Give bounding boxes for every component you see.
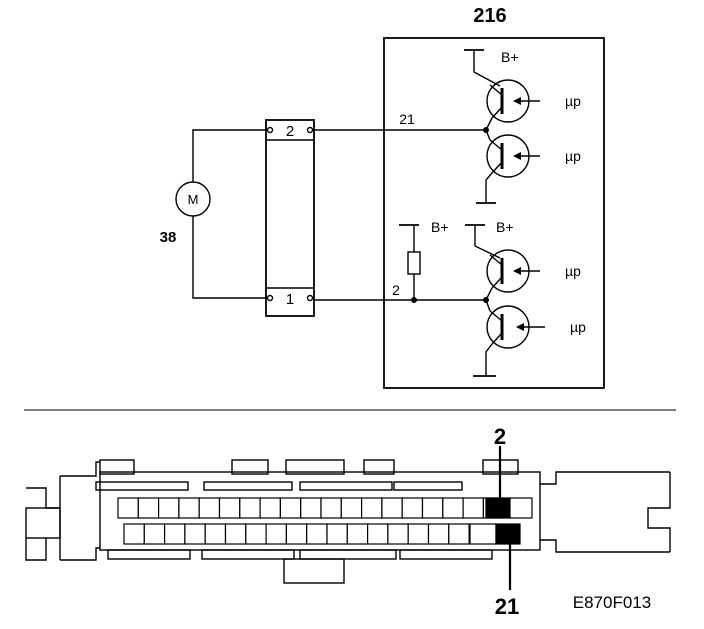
pin-cell — [117, 497, 139, 519]
pin-callout-lower: 21 — [495, 594, 519, 619]
motor-lead-top — [192, 129, 268, 182]
pin-cell — [143, 523, 166, 545]
pin-cell — [367, 523, 389, 545]
pin-cell — [427, 523, 450, 545]
pin-terminal — [306, 126, 314, 134]
pin-cell — [239, 497, 261, 519]
pin-cell — [137, 497, 160, 519]
pin-terminal — [266, 294, 274, 302]
pin-cell — [198, 497, 221, 519]
pin-cell — [306, 523, 328, 545]
ecu-box — [383, 37, 605, 389]
pin-cell — [279, 497, 302, 519]
ecu-label: 216 — [473, 5, 506, 27]
motor-lead-bottom — [192, 216, 268, 299]
pin-cell — [320, 497, 342, 519]
upper-half-bridge: B+ µp µp — [464, 49, 581, 204]
pin-cell — [340, 497, 363, 519]
pin-cell — [361, 497, 383, 519]
pin-cell — [407, 523, 430, 545]
pin-cell — [326, 523, 348, 545]
pin-cell — [381, 497, 403, 519]
pin-cell — [259, 497, 282, 519]
pin-terminal — [266, 126, 274, 134]
transistor-2-input: µp — [565, 148, 581, 164]
pin-cell — [421, 497, 444, 519]
pin-2-highlight — [485, 497, 511, 519]
transistor-1-input: µp — [565, 93, 581, 109]
pin-cell — [509, 497, 533, 519]
pin-cell — [448, 523, 470, 545]
pin-cell — [178, 497, 200, 519]
supply-label: B+ — [501, 49, 519, 65]
lower-half-bridge: B+ B+ µp µp — [399, 219, 586, 377]
pin-callout-upper: 2 — [494, 424, 506, 449]
pin-cell — [123, 523, 145, 545]
wire-2-label: 2 — [392, 282, 400, 298]
supply-label-right: B+ — [496, 219, 514, 235]
connector-pin-bottom: 1 — [286, 291, 294, 308]
connector-pinout: 2 21 — [25, 424, 671, 619]
motor-letter: M — [188, 192, 199, 207]
connector-pin-top: 2 — [286, 123, 294, 140]
wire-21-label: 21 — [399, 111, 415, 127]
pin-cell — [300, 497, 322, 519]
pin-cell — [469, 523, 497, 545]
pin-cell — [204, 523, 227, 545]
pin-cell — [265, 523, 288, 545]
pin-cell — [462, 497, 485, 519]
figure-code: E870F013 — [573, 593, 651, 612]
pin-cell — [184, 523, 206, 545]
pin-cell — [224, 523, 247, 545]
pin-rows — [117, 497, 533, 545]
pullup-resistor — [407, 251, 421, 275]
pin-cell — [218, 497, 241, 519]
pin-cell — [245, 523, 267, 545]
connector-block — [265, 119, 315, 317]
pin-cell — [442, 497, 464, 519]
pin-cell — [285, 523, 308, 545]
transistor-4-input: µp — [570, 319, 586, 335]
pin-cell — [387, 523, 409, 545]
pin-terminal — [306, 294, 314, 302]
pin-cell — [164, 523, 186, 545]
pin-cell — [158, 497, 180, 519]
pin-cell — [401, 497, 424, 519]
supply-label-left: B+ — [431, 219, 449, 235]
pin-21-highlight — [495, 523, 521, 545]
pin-cell — [346, 523, 369, 545]
transistor-3-input: µp — [565, 263, 581, 279]
motor-ref: 38 — [160, 229, 177, 246]
